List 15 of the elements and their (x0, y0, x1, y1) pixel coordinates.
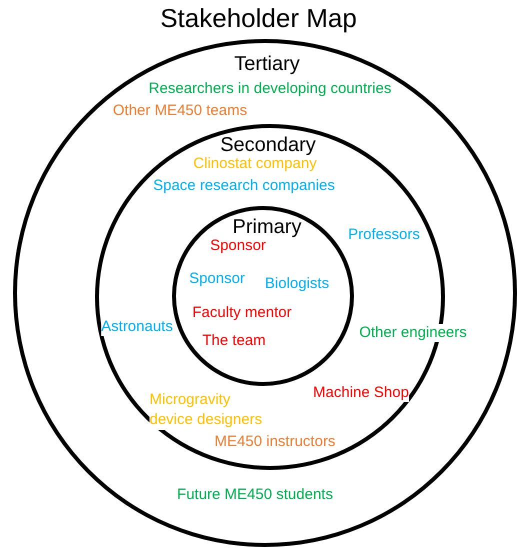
stakeholder-label: Sponsor (189, 270, 245, 288)
diagram-title: Stakeholder Map (159, 2, 358, 34)
circle-ring (13, 39, 517, 547)
stakeholder-label: Clinostat company (193, 155, 317, 173)
stakeholder-label: Astronauts (101, 318, 173, 336)
ring-heading: Tertiary (234, 53, 300, 75)
stakeholder-label: Other engineers (359, 324, 467, 342)
ring-heading: Primary (232, 216, 302, 238)
stakeholder-label: Machine Shop (313, 384, 409, 402)
stakeholder-label: Faculty mentor (192, 304, 292, 322)
stakeholder-label: Biologists (264, 275, 330, 293)
stakeholder-label: Researchers in developing countries (148, 80, 392, 98)
stakeholder-label: Space research companies (153, 177, 335, 195)
ring-heading: Secondary (220, 134, 316, 156)
stakeholder-label: Sponsor (210, 237, 266, 255)
